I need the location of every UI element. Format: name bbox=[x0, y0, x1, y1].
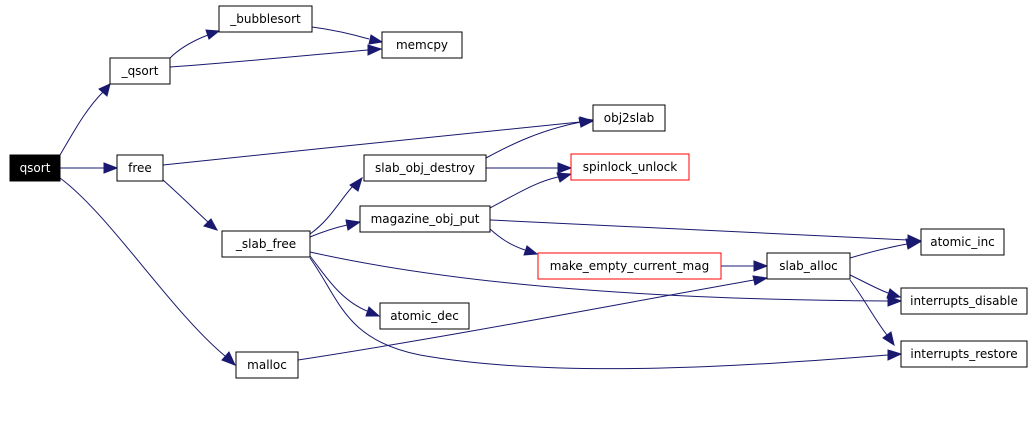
node-free[interactable]: free bbox=[116, 154, 164, 182]
node-bubblesort[interactable]: _bubblesort bbox=[218, 5, 313, 33]
edge-malloc-to-slab-alloc bbox=[297, 275, 769, 361]
svg-text:atomic_inc: atomic_inc bbox=[930, 235, 995, 249]
node-interrupts-disable[interactable]: interrupts_disable bbox=[900, 287, 1028, 315]
svg-text:interrupts_restore: interrupts_restore bbox=[910, 347, 1017, 361]
svg-text:_bubblesort: _bubblesort bbox=[229, 12, 301, 26]
node-make-empty-current-mag[interactable]: make_empty_current_mag bbox=[537, 252, 722, 280]
node-memcpy[interactable]: memcpy bbox=[381, 31, 463, 59]
svg-text:malloc: malloc bbox=[247, 358, 287, 372]
node-slab-free[interactable]: _slab_free bbox=[221, 230, 311, 258]
node-slab-obj-destroy[interactable]: slab_obj_destroy bbox=[363, 154, 487, 182]
edge-slab-free-to-slab-obj-destroy bbox=[309, 176, 363, 235]
node-atomic-dec[interactable]: atomic_dec bbox=[379, 302, 470, 330]
edge-slab-free-to-magazine-obj-put bbox=[309, 219, 362, 238]
node-magazine-obj-put[interactable]: magazine_obj_put bbox=[359, 205, 491, 233]
svg-text:_qsort: _qsort bbox=[121, 64, 159, 78]
edge-free-to-slab-free bbox=[162, 179, 219, 231]
edge-magazine-obj-put-to-spinlock-unlock bbox=[489, 172, 573, 209]
svg-text:free: free bbox=[128, 161, 152, 175]
node-slab-alloc[interactable]: slab_alloc bbox=[766, 252, 851, 280]
edge-slab-alloc-to-atomic-inc bbox=[849, 238, 922, 259]
edge-slab-free-to-interrupts-disable bbox=[309, 251, 903, 307]
nodes: qsort _qsort _bubblesort memcpy free obj… bbox=[9, 5, 1028, 379]
node-obj2slab[interactable]: obj2slab bbox=[592, 104, 666, 132]
edge-slab-free-to-atomic-dec bbox=[309, 255, 381, 317]
edge-slab-free-to-interrupts-restore bbox=[309, 257, 903, 370]
edge-bubblesort-to-memcpy bbox=[311, 26, 384, 45]
edge-slab-alloc-to-interrupts-restore bbox=[849, 279, 895, 347]
svg-text:obj2slab: obj2slab bbox=[604, 111, 654, 125]
svg-text:qsort: qsort bbox=[20, 161, 51, 175]
edge-slab-alloc-to-interrupts-disable bbox=[849, 274, 902, 299]
svg-text:_slab_free: _slab_free bbox=[235, 237, 296, 251]
node-qsort-internal[interactable]: _qsort bbox=[109, 57, 171, 85]
node-malloc[interactable]: malloc bbox=[235, 351, 299, 379]
edge-qsort-to-malloc bbox=[59, 177, 236, 366]
node-interrupts-restore[interactable]: interrupts_restore bbox=[900, 340, 1028, 368]
node-qsort[interactable]: qsort bbox=[9, 154, 61, 182]
svg-text:atomic_dec: atomic_dec bbox=[390, 309, 459, 323]
edges bbox=[59, 26, 923, 370]
edge-qsort-to-qsort-internal bbox=[59, 83, 111, 156]
edge-qsort-internal-to-memcpy bbox=[169, 44, 383, 68]
edge-slab-obj-destroy-to-spinlock-unlock bbox=[486, 162, 573, 174]
edge-make-empty-current-mag-to-slab-alloc bbox=[721, 260, 769, 272]
svg-text:spinlock_unlock: spinlock_unlock bbox=[583, 160, 678, 174]
svg-text:slab_obj_destroy: slab_obj_destroy bbox=[375, 161, 475, 175]
svg-text:slab_alloc: slab_alloc bbox=[779, 259, 838, 273]
svg-text:magazine_obj_put: magazine_obj_put bbox=[371, 212, 480, 226]
edge-slab-obj-destroy-to-obj2slab bbox=[485, 117, 595, 159]
svg-text:memcpy: memcpy bbox=[396, 38, 448, 52]
edge-qsort-to-free bbox=[60, 162, 119, 174]
svg-text:make_empty_current_mag: make_empty_current_mag bbox=[550, 259, 709, 273]
svg-text:interrupts_disable: interrupts_disable bbox=[910, 294, 1018, 308]
edge-qsort-internal-to-bubblesort bbox=[169, 29, 221, 59]
edge-magazine-obj-put-to-atomic-inc bbox=[489, 219, 923, 246]
node-spinlock-unlock[interactable]: spinlock_unlock bbox=[570, 153, 690, 181]
node-atomic-inc[interactable]: atomic_inc bbox=[920, 228, 1005, 256]
edge-magazine-obj-put-to-make-empty-current-mag bbox=[489, 228, 539, 256]
